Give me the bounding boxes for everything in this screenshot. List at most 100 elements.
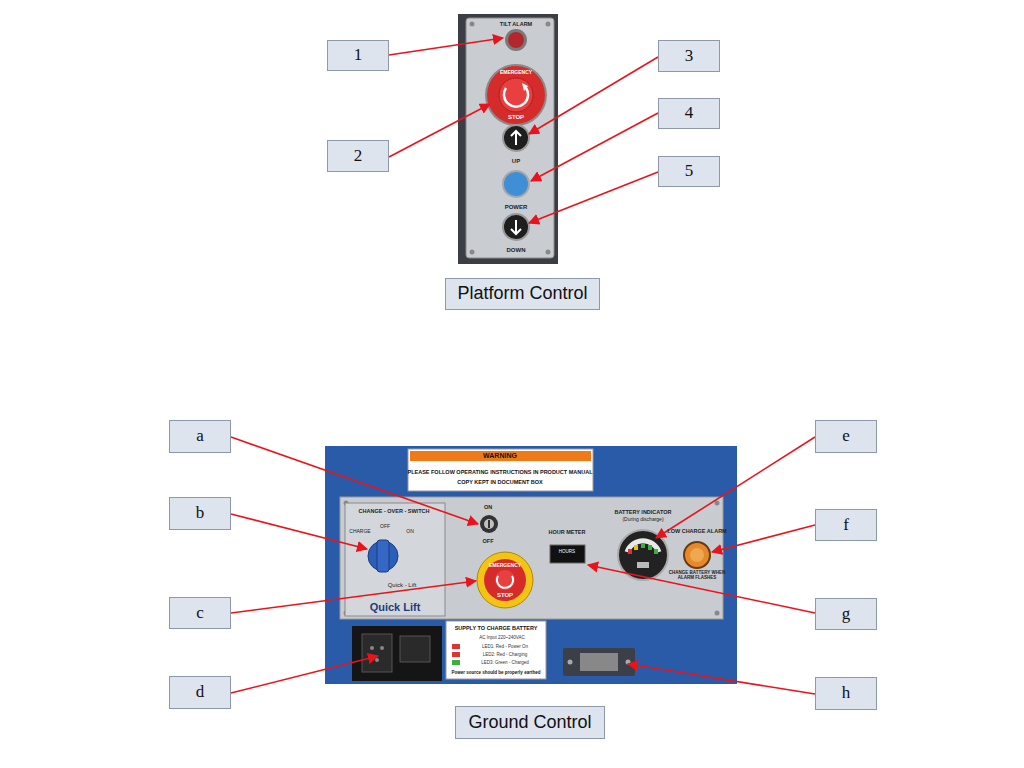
- low-charge-alarm: [684, 542, 710, 568]
- callout-label: 1: [354, 46, 363, 65]
- tilt-alarm-lamp: [505, 29, 527, 51]
- callout-box: 3: [658, 40, 720, 72]
- callout-box: a: [169, 420, 231, 453]
- battery-connector: [568, 660, 573, 665]
- panel-text: LED2: Red - Charging: [483, 653, 527, 658]
- battery-indicator: [641, 543, 645, 548]
- charging-socket: [380, 646, 384, 650]
- panel-text: UP: [512, 158, 520, 165]
- panel-text: LOW CHARGE ALARM: [667, 528, 726, 534]
- charge-label-sticker: [452, 652, 460, 657]
- leader-line: [588, 565, 815, 613]
- down-button: [511, 220, 521, 234]
- callout-label: 2: [354, 147, 363, 166]
- change-over-switch: [368, 540, 398, 572]
- leader-line: [231, 656, 378, 693]
- callout-label: h: [842, 684, 851, 703]
- leader-line: [529, 57, 658, 134]
- callout-label: f: [843, 516, 849, 535]
- battery-connector: [580, 653, 618, 671]
- panel-text: EMERGENCY: [489, 563, 521, 569]
- leader-line: [231, 38, 815, 694]
- battery-connector: [563, 648, 635, 676]
- platform-panel: [546, 22, 551, 27]
- panel-text: Quick Lift: [370, 601, 421, 613]
- emergency-stop-button: [487, 66, 545, 124]
- key-switch: [488, 520, 490, 528]
- charge-label-sticker: [446, 621, 546, 679]
- battery-connector: [563, 648, 635, 676]
- leader-line: [529, 172, 658, 223]
- callout-label: d: [196, 683, 205, 702]
- panel-text: WARNING: [483, 452, 517, 460]
- up-button: [503, 125, 529, 151]
- ground-panel: [325, 446, 737, 684]
- callout-box: 1: [327, 40, 389, 71]
- callout-box: b: [169, 497, 231, 530]
- panel-text: STOP: [508, 114, 524, 121]
- platform-panel: [470, 22, 475, 27]
- down-button: [503, 214, 529, 240]
- callout-box: f: [815, 509, 877, 541]
- panel-text: PLEASE FOLLOW OPERATING INSTRUCTIONS IN …: [407, 469, 592, 475]
- tilt-alarm-lamp: [505, 29, 527, 51]
- key-switch: [484, 519, 494, 529]
- callout-label: b: [196, 504, 205, 523]
- emergency-stop-button: [495, 570, 515, 590]
- platform-panel: [470, 250, 475, 255]
- emergency-stop-button: [485, 64, 547, 126]
- emergency-stop-button: [499, 78, 533, 112]
- callout-label: 3: [685, 47, 694, 66]
- emergency-stop-button: [477, 552, 533, 608]
- panel-text: POWER: [505, 204, 528, 211]
- callout-label: e: [842, 427, 850, 446]
- callout-box: 2: [327, 140, 389, 172]
- panel-text: LED1: Red - Power On: [482, 645, 528, 650]
- panel-text: OFF: [380, 524, 390, 530]
- hour-meter: [550, 545, 585, 563]
- charge-label-sticker: [446, 621, 546, 679]
- emergency-stop-button: [484, 559, 526, 601]
- callout-box: h: [815, 677, 877, 710]
- callout-box: e: [815, 420, 877, 453]
- panel-text: EMERGENCY: [500, 70, 532, 76]
- panel-text: AC Input 220~240VAC: [479, 636, 524, 641]
- tilt-alarm-lamp: [508, 32, 524, 48]
- panel-text: CHARGE: [349, 529, 370, 535]
- callout-box: g: [815, 598, 877, 630]
- callout-label: g: [842, 605, 851, 624]
- panel-text: HOURS: [559, 550, 575, 555]
- panel-text: TILT ALARM: [500, 21, 532, 27]
- panel-text: COPY KEPT IN DOCUMENT BOX: [457, 479, 542, 485]
- power-button: [503, 171, 529, 197]
- charging-socket: [362, 634, 392, 672]
- leader-line: [628, 664, 815, 694]
- emergency-stop-button: [477, 552, 533, 608]
- panel-text: BATTERY INDICATOR: [615, 509, 672, 515]
- leader-line: [712, 525, 815, 552]
- leader-line: [231, 514, 367, 549]
- platform-panel: [458, 14, 558, 264]
- callout-label: c: [196, 604, 204, 623]
- callout-box: d: [169, 676, 231, 709]
- panel-text: SUPPLY TO CHARGE BATTERY: [455, 625, 538, 631]
- callout-label: Platform Control: [457, 284, 587, 304]
- emergency-stop-button: [504, 88, 528, 107]
- low-charge-alarm: [684, 542, 710, 568]
- leader-line: [231, 437, 478, 524]
- callout-box: c: [169, 597, 231, 629]
- charging-socket: [370, 646, 374, 650]
- ground-panel: [410, 451, 591, 461]
- down-button: [503, 214, 529, 240]
- ground-panel: [340, 497, 723, 619]
- panel-text: (During discharge): [622, 517, 663, 523]
- emergency-stop-button: [497, 576, 513, 588]
- callout-label: Ground Control: [468, 713, 591, 733]
- platform-panel: [546, 250, 551, 255]
- charging-socket: [400, 636, 430, 662]
- panel-text: LED3: Green - Charged: [481, 661, 529, 666]
- emergency-stop-button: [522, 83, 528, 91]
- panel-text: ON: [484, 504, 492, 510]
- key-switch: [480, 515, 498, 533]
- key-switch: [480, 515, 498, 533]
